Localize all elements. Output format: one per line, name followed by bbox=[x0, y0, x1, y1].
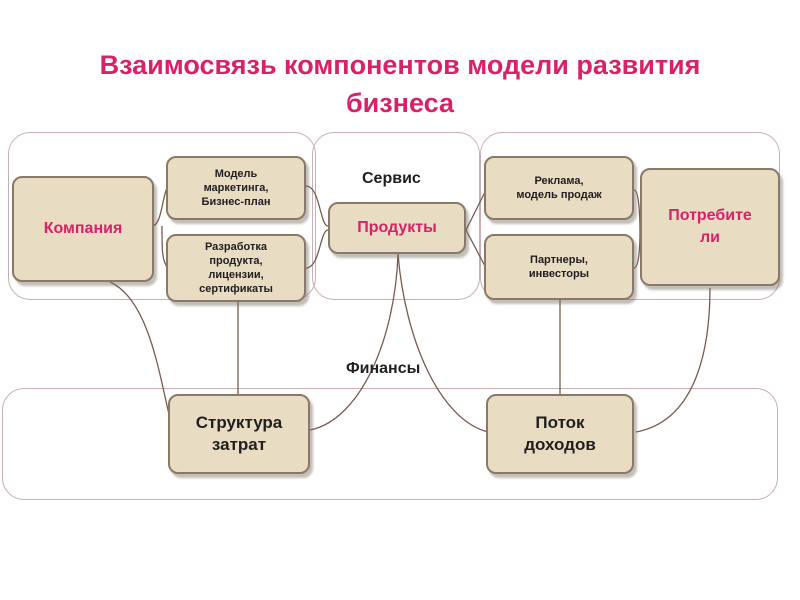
connector-consumers-revenue bbox=[635, 287, 711, 433]
company-group bbox=[8, 132, 316, 300]
cost-structure-label: Структура затрат bbox=[195, 413, 283, 454]
service-group bbox=[312, 132, 480, 300]
company-label: Компания bbox=[43, 220, 123, 237]
company-box: Компания bbox=[12, 176, 154, 282]
partners-label: Партнеры, инвесторы bbox=[528, 254, 590, 280]
finance-group bbox=[2, 388, 778, 500]
diagram-title: Взаимосвязь компонентов модели развития … bbox=[99, 50, 701, 118]
finance-label: Финансы bbox=[346, 360, 421, 377]
marketing-label: Модель маркетинга, Бизнес-план bbox=[201, 168, 271, 208]
advertising-label: Реклама, модель продаж bbox=[516, 175, 602, 201]
connector-products-cost bbox=[309, 253, 399, 431]
connector-right-brace bbox=[633, 189, 641, 269]
connector-right-products bbox=[465, 189, 487, 269]
revenue-stream-box: Поток доходов bbox=[486, 394, 634, 474]
development-box: Разработка продукта, лицензии, сертифика… bbox=[166, 234, 306, 302]
revenue-stream-label: Поток доходов bbox=[524, 413, 596, 454]
consumers-box: Потребите ли bbox=[640, 168, 780, 286]
connector-products-revenue bbox=[397, 253, 489, 433]
products-box: Продукты bbox=[328, 202, 466, 254]
connector-inner-products bbox=[305, 185, 329, 269]
cost-structure-box: Структура затрат bbox=[168, 394, 310, 474]
development-label: Разработка продукта, лицензии, сертифика… bbox=[199, 241, 273, 295]
marketing-box: Модель маркетинга, Бизнес-план bbox=[166, 156, 306, 220]
advertising-box: Реклама, модель продаж bbox=[484, 156, 634, 220]
connector-company-cost bbox=[109, 281, 171, 419]
products-label: Продукты bbox=[357, 219, 437, 236]
service-label: Сервис bbox=[362, 170, 421, 187]
partners-box: Партнеры, инвесторы bbox=[484, 234, 634, 300]
consumers-label: Потребите ли bbox=[668, 207, 752, 246]
